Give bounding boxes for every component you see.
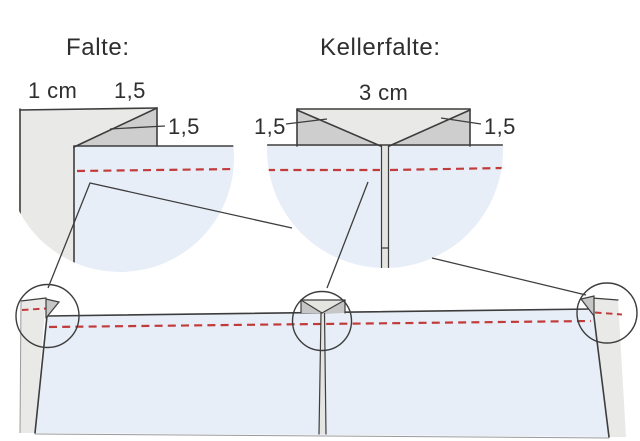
connector-falte-right	[431, 257, 587, 296]
falte-hem-strip	[18, 108, 157, 272]
keller-stitch-line-right	[389, 166, 503, 172]
keller-fold-right-label: 1,5	[484, 114, 516, 139]
panel-keller-diagonal-left	[300, 299, 323, 314]
magnifier-circle-middle	[291, 290, 353, 352]
panel-stitch-line-right-outside	[594, 311, 623, 316]
falte-band-top-edge	[19, 107, 158, 111]
keller-total-width-label: 3 cm	[359, 80, 408, 105]
falte-fold-side-label: 1,5	[168, 114, 200, 139]
falte-hem-width-label: 1 cm	[28, 78, 77, 103]
panel-bottom-edge	[34, 433, 610, 439]
panel-left-edge	[34, 315, 48, 434]
keller-fold-diagonal-right	[386, 109, 471, 148]
falte-fabric	[74, 146, 234, 272]
falte-stitch-line	[76, 167, 234, 173]
fabric-panel	[19, 295, 626, 439]
falte-fold-side-leader	[109, 125, 166, 130]
kellerfalte-magnified-view	[267, 108, 503, 268]
kellerfalte-heading: Kellerfalte:	[320, 34, 441, 61]
falte-fold-top-label: 1,5	[114, 78, 146, 103]
keller-fold-right-leader	[440, 117, 482, 125]
keller-slit	[381, 146, 389, 268]
keller-fold-left-leader	[285, 118, 328, 125]
panel-keller-slit-right-line	[323, 312, 327, 435]
panel-right-strip-top-edge	[591, 297, 619, 301]
magnifier-circles	[15, 282, 638, 352]
panel-keller-box-outline	[300, 299, 346, 314]
panel-right-pleat-outline	[579, 295, 595, 317]
connector-keller-middle	[326, 181, 369, 289]
connector-falte-left	[47, 182, 293, 289]
panel-stitch-line-left-outside	[21, 307, 47, 311]
panel-left-hem-strip	[20, 298, 46, 433]
falte-magnified-view	[18, 107, 234, 272]
magnifier-circle-left	[15, 283, 80, 349]
falte-fold-diagonal	[73, 107, 158, 148]
keller-fold-diagonal-left	[296, 109, 384, 148]
panel-left-strip-left-edge	[19, 300, 22, 434]
magnifier-circle-right	[576, 282, 638, 344]
panel-right-hem-strip	[592, 298, 626, 437]
panel-left-strip-top-edge	[20, 297, 47, 302]
panel-keller-slit-left-line	[318, 312, 322, 435]
falte-heading: Falte:	[66, 34, 130, 61]
keller-fold-left-label: 1,5	[254, 114, 286, 139]
panel-keller-diagonal-right	[321, 299, 346, 314]
panel-left-pleat-outline	[45, 298, 61, 319]
panel-stitch-line	[48, 319, 592, 329]
panel-right-edge	[592, 308, 610, 438]
labels: Falte: Kellerfalte: 1 cm 1,5 1,5 3 cm 1,…	[28, 34, 516, 139]
magnifier-connectors	[47, 181, 587, 296]
